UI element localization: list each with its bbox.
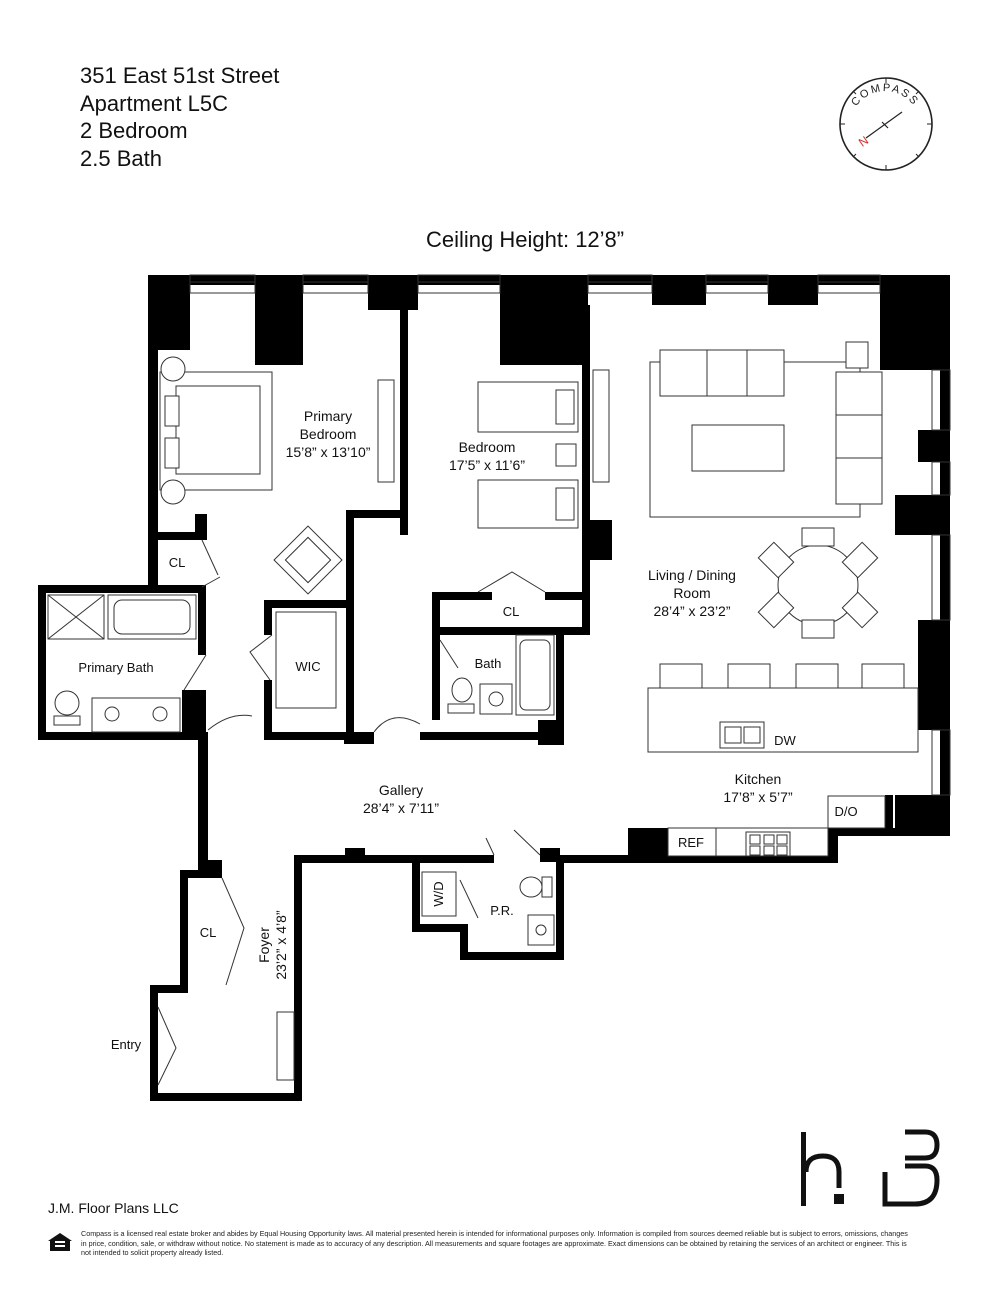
- listing-unit: Apartment L5C: [80, 90, 228, 116]
- closet-primary-name: CL: [169, 555, 186, 570]
- dresser-icon: [592, 369, 610, 483]
- armchair-icon: [273, 525, 343, 595]
- listing-bedrooms: 2 Bedroom: [80, 118, 188, 143]
- furniture: [47, 341, 919, 1081]
- living-room-name-1: Living / Dining: [648, 567, 736, 583]
- nightstand-icon: [555, 443, 577, 467]
- lamp-icon: [160, 356, 186, 382]
- refrigerator-label: REF: [678, 835, 704, 850]
- bench-icon: [276, 1011, 295, 1081]
- bath-name: Bath: [475, 656, 502, 671]
- foyer-name: Foyer: [256, 927, 272, 963]
- footer-disclaimer: Compass is a licensed real estate broker…: [81, 1229, 908, 1257]
- listing-info: 351 East 51st Street Apartment L5C 2 Bed…: [80, 62, 279, 172]
- listing-address: 351 East 51st Street: [80, 63, 280, 88]
- washer-dryer-label: W/D: [431, 881, 446, 906]
- equal-housing-icon: [48, 1233, 72, 1251]
- closet-foyer-name: CL: [200, 925, 217, 940]
- listing-baths: 2.5 Bath: [80, 145, 162, 171]
- kitchen-island-icon: [647, 687, 919, 753]
- windows: [189, 274, 951, 796]
- exterior-walls: [38, 275, 950, 1101]
- bedroom-dims: 17’5” x 11’6”: [449, 457, 525, 473]
- primary-bedroom-name-1: Primary: [304, 408, 352, 424]
- living-room-dims: 28’4” x 23’2”: [653, 603, 730, 619]
- double-oven-label: D/O: [834, 804, 857, 819]
- living-room-name-2: Room: [673, 585, 710, 601]
- primary-bedroom-name-2: Bedroom: [300, 426, 357, 442]
- sofa-icon: [835, 371, 883, 505]
- wic-shelf-icon: [275, 611, 337, 709]
- bedroom-name: Bedroom: [459, 439, 516, 455]
- double-oven-icon: [827, 795, 886, 829]
- washer-dryer-icon: [421, 871, 457, 917]
- foyer-dims: 23’2” x 4’8”: [273, 910, 289, 980]
- powder-room-name: P.R.: [490, 903, 514, 918]
- brand-logo: [801, 1129, 940, 1207]
- sofa-icon: [659, 349, 785, 397]
- toilet-icon: [451, 677, 473, 703]
- closet-bedroom-name: CL: [503, 604, 520, 619]
- primary-bedroom-dims: 15’8” x 13’10”: [286, 444, 371, 460]
- refrigerator-icon: [667, 827, 717, 857]
- ceiling-height: Ceiling Height: 12’8”: [426, 227, 625, 252]
- dishwasher-label: DW: [774, 733, 796, 748]
- lamp-icon: [160, 479, 186, 505]
- footer-firm: J.M. Floor Plans LLC: [48, 1200, 179, 1216]
- coffee-table-icon: [691, 424, 785, 472]
- doors: [157, 539, 546, 1086]
- dining-table-icon: [777, 544, 859, 626]
- side-table-icon: [845, 341, 869, 369]
- interior-walls: [150, 305, 918, 835]
- wic-name: WIC: [295, 659, 320, 674]
- gallery-dims: 28’4” x 7’11”: [363, 800, 439, 816]
- kitchen-dims: 17’8” x 5’7”: [723, 789, 793, 805]
- entry-label: Entry: [111, 1037, 142, 1052]
- toilet-icon: [54, 690, 80, 716]
- toilet-icon: [519, 876, 543, 898]
- dresser-icon: [377, 379, 395, 483]
- gallery-name: Gallery: [379, 782, 423, 798]
- compass-rose-icon: COMPASS N: [839, 74, 933, 171]
- primary-bath-name: Primary Bath: [78, 660, 153, 675]
- kitchen-name: Kitchen: [735, 771, 782, 787]
